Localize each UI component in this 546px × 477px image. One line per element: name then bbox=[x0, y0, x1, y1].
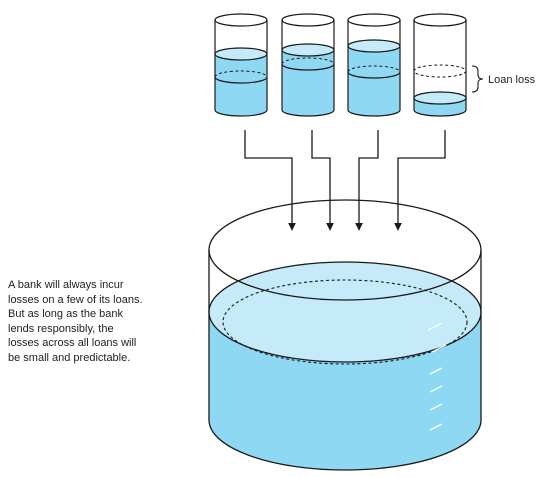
caption: A bank will always incur losses on a few… bbox=[8, 278, 186, 365]
loan-loss-brace bbox=[471, 65, 484, 93]
arrow-cup-1 bbox=[244, 130, 296, 231]
arrow-cup-2 bbox=[311, 130, 334, 231]
caption-line: But as long as the bank bbox=[8, 308, 123, 320]
caption-line: be small and predictable. bbox=[8, 351, 131, 364]
caption-line: A bank will always incur bbox=[8, 279, 124, 291]
loan-cup-3 bbox=[347, 13, 401, 117]
bank-tank bbox=[208, 199, 482, 471]
loan-cup-2 bbox=[281, 13, 335, 117]
arrow-cup-4 bbox=[394, 130, 446, 231]
arrow-cup-3 bbox=[355, 130, 379, 231]
caption-line: losses on a few of its loans. bbox=[8, 293, 143, 306]
loan-cup-4 bbox=[413, 13, 467, 117]
caption-line: lends responsibly, the bbox=[8, 322, 114, 335]
loan-cup-1 bbox=[214, 13, 268, 117]
loan-loss-label: Loan loss bbox=[488, 74, 536, 86]
caption-line: losses across all loans will bbox=[8, 337, 137, 349]
tank-measure-ticks bbox=[427, 322, 447, 431]
